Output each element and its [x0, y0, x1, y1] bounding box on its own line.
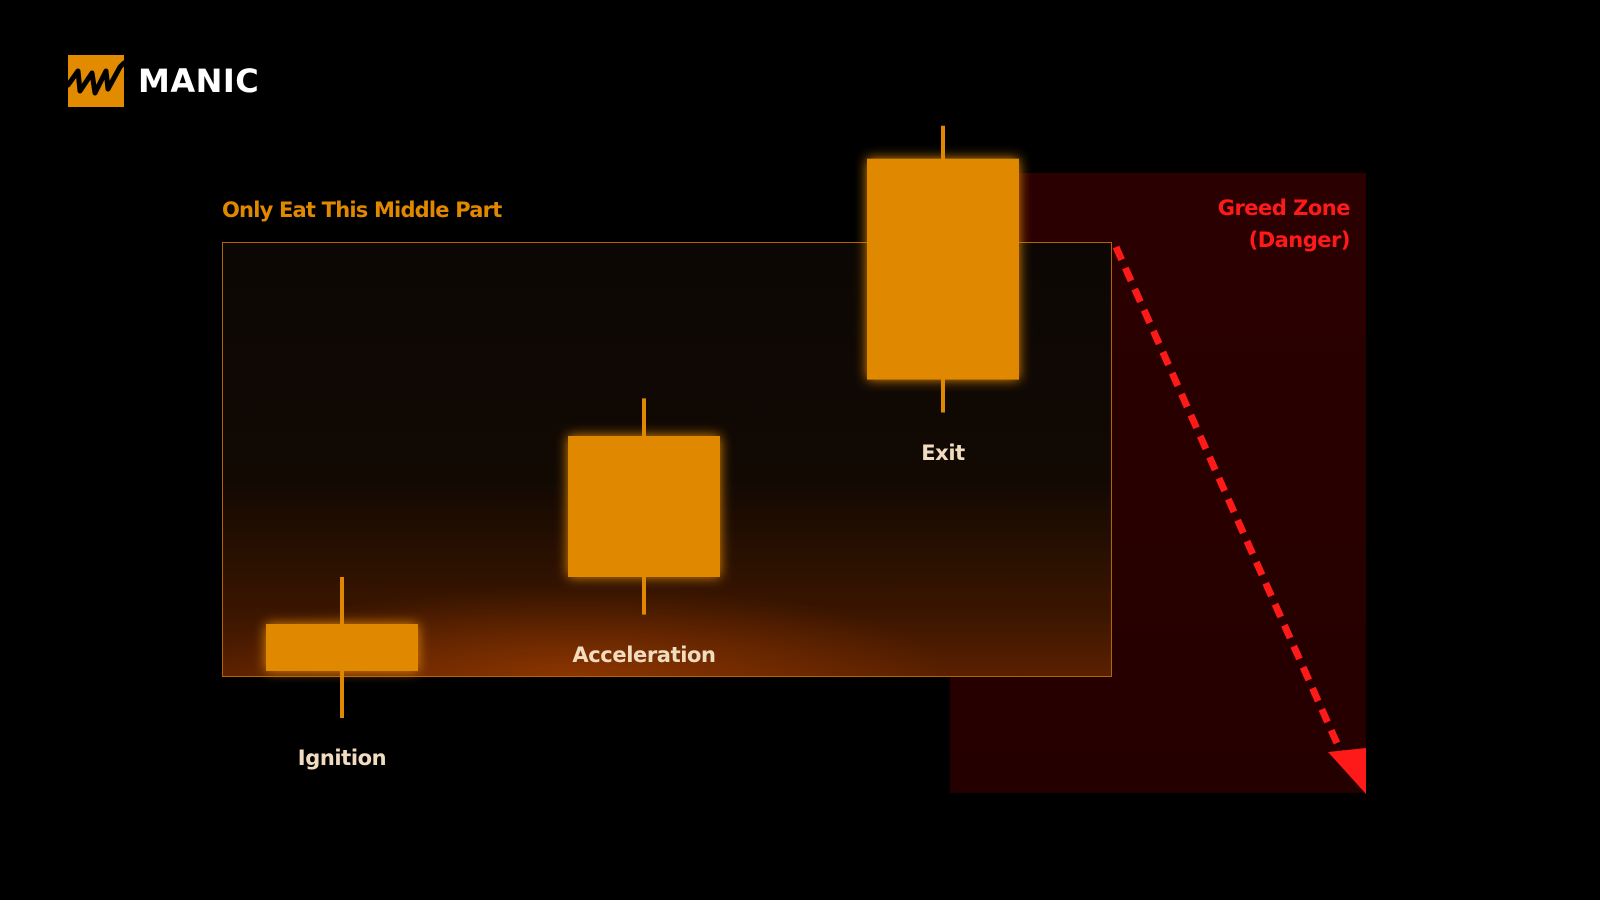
candle-label-ignition: Ignition	[297, 746, 387, 770]
candle-exit	[867, 125, 1019, 413]
greed-zone-title: Greed Zone	[1217, 196, 1351, 220]
zigzag-chart-icon	[68, 55, 124, 107]
brand-logo: MANIC	[68, 55, 259, 107]
candle-label-acceleration: Acceleration	[572, 642, 716, 667]
candle-label-exit: Exit	[921, 440, 965, 465]
candle-body	[266, 624, 418, 671]
candle-body	[867, 158, 1019, 380]
brand-name: MANIC	[138, 62, 260, 100]
greed-zone-subtitle: (Danger)	[1248, 228, 1351, 252]
dashed-down-arrow-icon	[1112, 245, 1366, 794]
candle-ignition	[266, 577, 418, 718]
greed-zone-label: Greed Zone (Danger)	[1217, 192, 1351, 256]
candle-acceleration	[568, 398, 720, 615]
middle-zone-title: Only Eat This Middle Part	[222, 198, 502, 222]
candle-body	[568, 436, 720, 577]
candles-layer	[266, 125, 1019, 718]
